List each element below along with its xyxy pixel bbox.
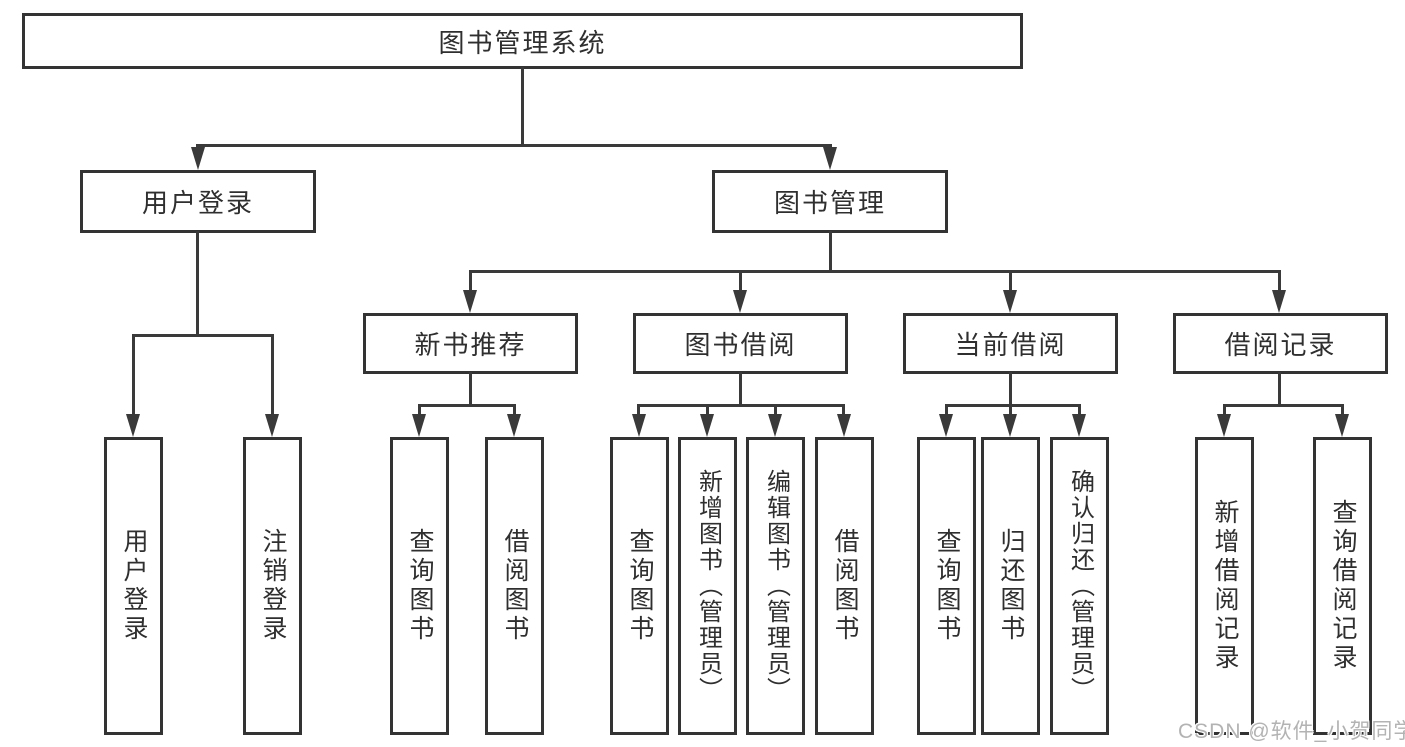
arrowhead-down-icon — [823, 147, 837, 170]
node-new-book-recommend: 新书推荐 — [363, 313, 578, 374]
csdn-watermark: CSDN @软件_小贺同学 — [1178, 720, 1405, 743]
arrowhead-down-icon — [1003, 290, 1017, 313]
connector-line — [829, 231, 832, 272]
node-user-login: 用户登录 — [80, 170, 316, 233]
arrowhead-down-icon — [768, 414, 782, 437]
leaf-user-login: 用户登录 — [104, 437, 163, 735]
arrowhead-down-icon — [1003, 414, 1017, 437]
connector-line — [469, 270, 1281, 273]
leaf-return-books: 归还图书 — [981, 437, 1040, 735]
connector-line — [842, 404, 845, 416]
arrowhead-down-icon — [1072, 414, 1086, 437]
arrowhead-down-icon — [463, 290, 477, 313]
node-current-borrow: 当前借阅 — [903, 313, 1118, 374]
connector-line — [1009, 270, 1012, 292]
connector-line — [132, 334, 135, 416]
connector-line — [469, 372, 472, 407]
leaf-query-books-rec: 查询图书 — [390, 437, 449, 735]
connector-line — [1278, 372, 1281, 407]
leaf-logout: 注销登录 — [243, 437, 302, 735]
arrowhead-down-icon — [126, 414, 140, 437]
leaf-query-books-borrow: 查询图书 — [610, 437, 669, 735]
connector-line — [418, 404, 421, 416]
connector-line — [418, 404, 516, 407]
connector-line — [132, 334, 274, 337]
arrowhead-down-icon — [733, 290, 747, 313]
connector-line — [739, 270, 742, 292]
leaf-add-borrow-record: 新增借阅记录 — [1195, 437, 1254, 735]
node-root-system: 图书管理系统 — [22, 13, 1023, 69]
arrowhead-down-icon — [1335, 414, 1349, 437]
arrowhead-down-icon — [700, 414, 714, 437]
connector-line — [1223, 404, 1344, 407]
connector-line — [1009, 404, 1012, 416]
connector-line — [1223, 404, 1226, 416]
connector-line — [945, 404, 948, 416]
connector-line — [271, 334, 274, 416]
connector-line — [945, 404, 1081, 407]
arrowhead-down-icon — [837, 414, 851, 437]
node-book-management: 图书管理 — [712, 170, 948, 233]
node-book-borrow: 图书借阅 — [633, 313, 848, 374]
connector-line — [637, 404, 640, 416]
connector-line — [637, 404, 845, 407]
connector-line — [706, 404, 709, 416]
arrowhead-down-icon — [939, 414, 953, 437]
leaf-confirm-return-admin: 确认归还（管理员） — [1050, 437, 1109, 735]
connector-line — [1341, 404, 1344, 416]
arrowhead-down-icon — [632, 414, 646, 437]
connector-line — [521, 67, 524, 146]
connector-line — [1009, 372, 1012, 407]
connector-line — [774, 404, 777, 416]
arrowhead-down-icon — [191, 147, 205, 170]
leaf-edit-books-admin: 编辑图书（管理员） — [746, 437, 805, 735]
arrowhead-down-icon — [1272, 290, 1286, 313]
leaf-query-books-current: 查询图书 — [917, 437, 976, 735]
connector-line — [196, 231, 199, 336]
connector-line — [513, 404, 516, 416]
arrowhead-down-icon — [507, 414, 521, 437]
connector-line — [196, 144, 832, 147]
leaf-add-books-admin: 新增图书（管理员） — [678, 437, 737, 735]
connector-line — [1278, 270, 1281, 292]
connector-line — [1078, 404, 1081, 416]
arrowhead-down-icon — [265, 414, 279, 437]
arrowhead-down-icon — [1217, 414, 1231, 437]
leaf-query-borrow-record: 查询借阅记录 — [1313, 437, 1372, 735]
connector-line — [739, 372, 742, 407]
leaf-borrow-books: 借阅图书 — [815, 437, 874, 735]
connector-line — [469, 270, 472, 292]
arrowhead-down-icon — [412, 414, 426, 437]
leaf-borrow-books-rec: 借阅图书 — [485, 437, 544, 735]
node-borrow-records: 借阅记录 — [1173, 313, 1388, 374]
